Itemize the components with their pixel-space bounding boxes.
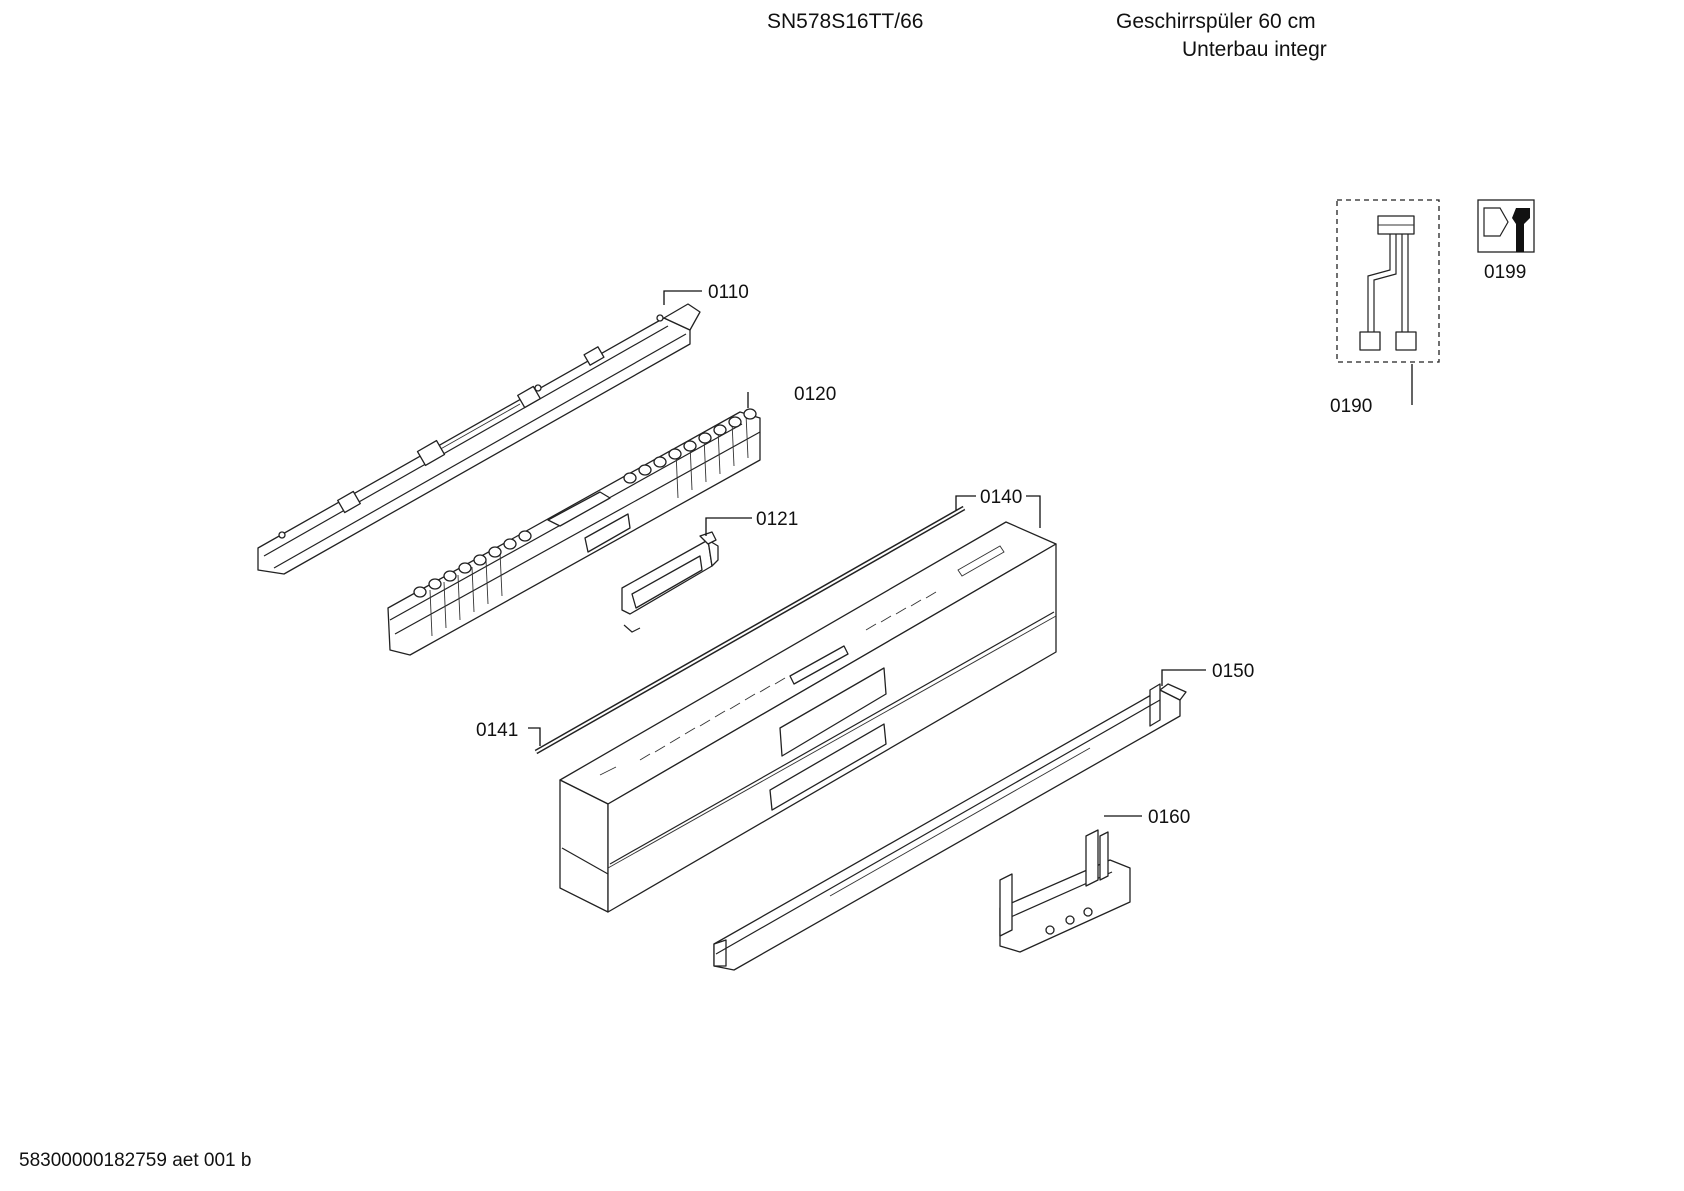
label-0160: 0160 xyxy=(1148,807,1190,828)
part-0110-rail[interactable] xyxy=(257,303,701,575)
appliance-subtitle: Unterbau integr xyxy=(1182,38,1327,61)
label-0121: 0121 xyxy=(756,509,798,530)
label-0120: 0120 xyxy=(794,384,836,405)
part-0141-seal-strip[interactable] xyxy=(534,505,966,755)
model-number: SN578S16TT/66 xyxy=(767,10,924,33)
wrench-icon[interactable] xyxy=(1477,199,1535,253)
part-0121-display-module[interactable] xyxy=(621,531,719,633)
part-0190-cable-harness[interactable] xyxy=(1336,199,1440,363)
label-0140: 0140 xyxy=(980,487,1022,508)
appliance-title: Geschirrspüler 60 cm xyxy=(1116,10,1316,33)
label-0199: 0199 xyxy=(1484,262,1526,283)
label-0150: 0150 xyxy=(1212,661,1254,682)
label-0110: 0110 xyxy=(708,282,749,303)
part-0120-electronic-module[interactable] xyxy=(387,408,761,656)
part-0150-trim-strip[interactable] xyxy=(713,683,1187,971)
label-0141: 0141 xyxy=(476,720,518,741)
label-0190: 0190 xyxy=(1330,396,1372,417)
document-id: 58300000182759 aet 001 b xyxy=(19,1150,252,1171)
part-0160-bracket[interactable] xyxy=(999,829,1131,953)
part-0140-control-panel[interactable] xyxy=(559,521,1057,913)
leader-lines xyxy=(528,290,1413,817)
